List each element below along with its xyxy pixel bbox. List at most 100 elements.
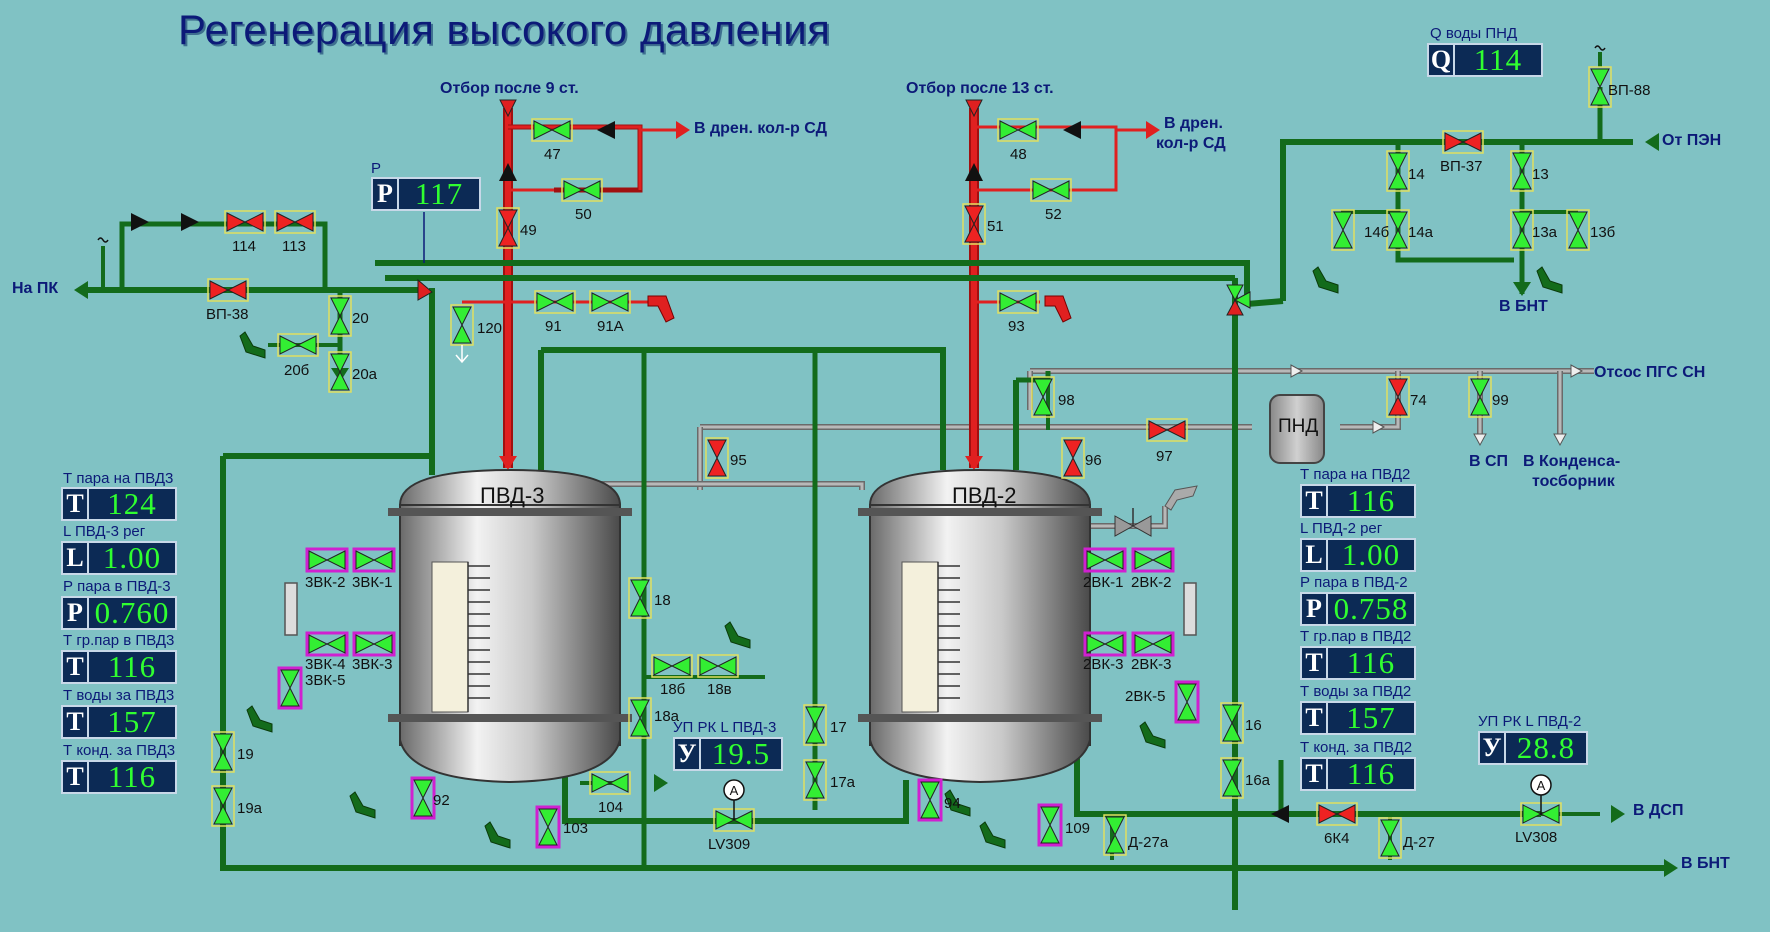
valve-v3vk3[interactable] <box>352 631 396 657</box>
valve-v16a[interactable] <box>1220 757 1244 799</box>
valve-v2vk3b[interactable] <box>1131 631 1175 657</box>
gauge-q-pnd[interactable]: Q 114 <box>1427 42 1543 77</box>
valve-v114[interactable] <box>224 210 266 234</box>
valve-v94[interactable] <box>917 778 943 822</box>
valve-v16[interactable] <box>1220 702 1244 744</box>
gauge-l-pvd2[interactable]: L 1.00 <box>1300 537 1416 572</box>
valve-v2vk2[interactable] <box>1131 547 1175 573</box>
gauge-value: 116 <box>1346 483 1396 518</box>
svg-text:A: A <box>1537 778 1546 793</box>
valve-v104[interactable] <box>589 771 631 795</box>
valve-vp37[interactable] <box>1442 130 1484 154</box>
gauge-l-pvd3[interactable]: L 1.00 <box>61 540 177 575</box>
valve-label-v104: 104 <box>598 799 624 816</box>
gauge-t-grpar-pvd3[interactable]: T 116 <box>61 649 177 684</box>
gauge-up-pvd2[interactable]: У 28.8 <box>1478 730 1588 765</box>
actuator-icon[interactable]: A <box>723 779 745 820</box>
gauge-t-grpar-pvd2[interactable]: T 116 <box>1300 645 1416 680</box>
gauge-t-steam-pvd2[interactable]: T 116 <box>1300 483 1416 518</box>
valve-v20a[interactable] <box>328 351 352 393</box>
gauge-p-pvd2[interactable]: P 0.758 <box>1300 591 1416 626</box>
gauge-t-water-pvd3[interactable]: T 157 <box>61 704 177 739</box>
valve-v49[interactable] <box>496 207 520 249</box>
valve-v14[interactable] <box>1386 150 1410 192</box>
gauge-t-steam-pvd3[interactable]: T 124 <box>61 486 177 521</box>
valve-v13b[interactable] <box>1566 209 1590 251</box>
valve-v3vk4[interactable] <box>305 631 349 657</box>
gauge-t-water-pvd2[interactable]: T 157 <box>1300 700 1416 735</box>
valve-icon <box>280 669 300 707</box>
valve-icon <box>209 280 247 300</box>
valve-icon <box>1032 180 1070 200</box>
valve-v17a[interactable] <box>803 759 827 801</box>
valve-v96[interactable] <box>1061 437 1085 479</box>
valve-v3vk1[interactable] <box>352 547 396 573</box>
valve-v51[interactable] <box>962 203 986 245</box>
valve-v20b[interactable] <box>277 333 319 357</box>
valve-v120[interactable] <box>450 304 474 346</box>
valve-v95[interactable] <box>705 437 729 479</box>
valve-v113[interactable] <box>274 210 316 234</box>
valve-v48[interactable] <box>997 118 1039 142</box>
gauge-t-cond-pvd3[interactable]: T 116 <box>61 759 177 794</box>
actuator-icon[interactable]: A <box>1530 774 1552 815</box>
check-valve-icon <box>1271 805 1289 823</box>
valve-vp38[interactable] <box>207 278 249 302</box>
valve-v19a[interactable] <box>211 785 235 827</box>
valve-frame <box>1220 702 1244 744</box>
valve-v93[interactable] <box>997 290 1039 314</box>
valve-label-v6k4: 6К4 <box>1324 830 1350 847</box>
valve-frame <box>1331 209 1355 251</box>
valve-v2vk1[interactable] <box>1083 547 1127 573</box>
gauge-p-pvd3[interactable]: P 0.760 <box>61 595 177 630</box>
valve-frame <box>997 290 1039 314</box>
valve-v17[interactable] <box>803 704 827 746</box>
valve-v52[interactable] <box>1030 178 1072 202</box>
valve-v91a[interactable] <box>589 290 631 314</box>
valve-v47[interactable] <box>531 118 573 142</box>
valve-v18v[interactable] <box>697 654 739 678</box>
valve-v2vk5[interactable] <box>1174 680 1200 724</box>
valve-v18b[interactable] <box>651 654 693 678</box>
gauge-up-pvd3[interactable]: У 19.5 <box>673 736 783 771</box>
valve-v19[interactable] <box>211 731 235 773</box>
gauge-caption-q-pnd: Q воды ПНД <box>1430 25 1518 42</box>
valve-v92[interactable] <box>410 776 436 820</box>
valve-v13[interactable] <box>1510 150 1534 192</box>
gauge-p-main[interactable]: P 117 <box>371 176 481 211</box>
valve-vp88[interactable] <box>1588 66 1612 108</box>
valve-icon <box>213 733 233 771</box>
valve-v2vk3a[interactable] <box>1083 631 1127 657</box>
valve-v13a[interactable] <box>1510 209 1534 251</box>
valve-v97[interactable] <box>1146 418 1188 442</box>
valve-v14a[interactable] <box>1386 209 1410 251</box>
valve-vd27[interactable] <box>1378 817 1402 859</box>
gauge-t-cond-pvd2[interactable]: T 116 <box>1300 756 1416 791</box>
valve-v20[interactable] <box>328 295 352 337</box>
gray-arrow <box>1553 433 1567 447</box>
valve-v18[interactable] <box>628 577 652 619</box>
safety-valve-icon[interactable] <box>1114 485 1198 537</box>
valve-v103[interactable] <box>535 805 561 849</box>
flow-label-p-caption: P <box>371 160 382 177</box>
pipe-pvd2-out <box>1074 740 1541 817</box>
valve-v109[interactable] <box>1037 803 1063 847</box>
gauge-caption-p-pvd3: Р пара в ПВД-3 <box>63 578 171 595</box>
valve-v3vk2[interactable] <box>305 547 349 573</box>
valve-vd27a[interactable] <box>1103 814 1127 856</box>
valve-v98[interactable] <box>1031 376 1055 418</box>
valve-v99[interactable] <box>1468 376 1492 418</box>
valve-v91[interactable] <box>534 290 576 314</box>
valve-v6k4[interactable] <box>1316 802 1358 826</box>
valve-label-v13a: 13а <box>1532 224 1558 241</box>
steam9-inlet-icon[interactable] <box>499 99 517 118</box>
three-way-valve-icon[interactable] <box>1226 284 1251 316</box>
valve-v74[interactable] <box>1386 376 1410 418</box>
steam13-inlet-icon[interactable] <box>965 99 983 118</box>
valve-v18a[interactable] <box>628 697 652 739</box>
valve-icon <box>1512 152 1532 190</box>
valve-label-v97: 97 <box>1156 448 1173 465</box>
valve-v3vk5[interactable] <box>277 666 303 710</box>
valve-v14b[interactable] <box>1331 209 1355 251</box>
valve-v50[interactable] <box>561 178 603 202</box>
